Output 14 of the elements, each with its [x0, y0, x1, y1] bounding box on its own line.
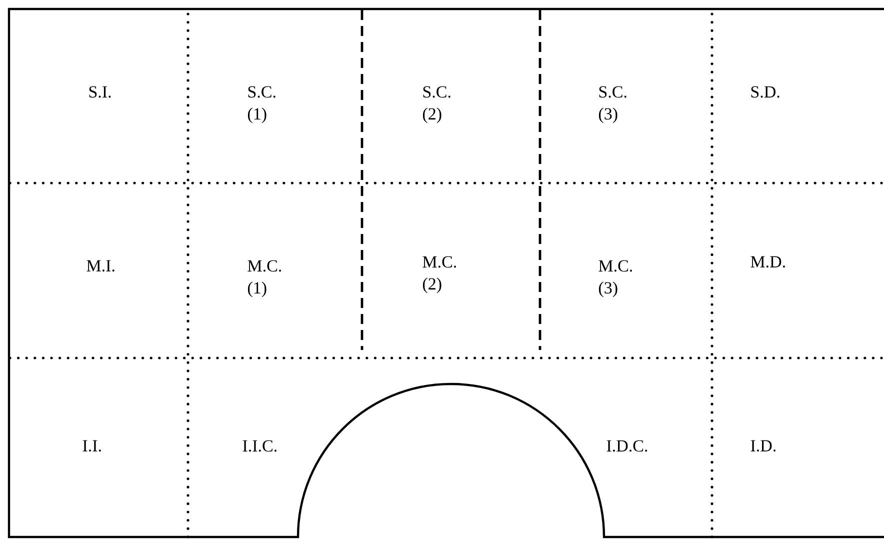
cell-label: I.D.C. — [606, 440, 648, 452]
cell-label: M.C. (3) — [598, 260, 632, 298]
cell-label: I.I. — [82, 440, 101, 452]
cell-label: M.D. — [750, 256, 785, 268]
cell-label: S.C. (1) — [248, 86, 276, 124]
cell-label: S.C. (3) — [598, 86, 626, 124]
cell-label: I.I.C. — [242, 440, 276, 452]
cell-label: S.C. (2) — [422, 86, 450, 124]
cell-label: S.D. — [751, 86, 780, 98]
cell-label: M.C. (1) — [248, 260, 282, 298]
cell-label: M.I. — [86, 260, 114, 272]
cell-label: I.D. — [750, 440, 776, 452]
cell-label: S.I. — [89, 86, 111, 98]
cell-label: M.C. (2) — [422, 256, 456, 294]
